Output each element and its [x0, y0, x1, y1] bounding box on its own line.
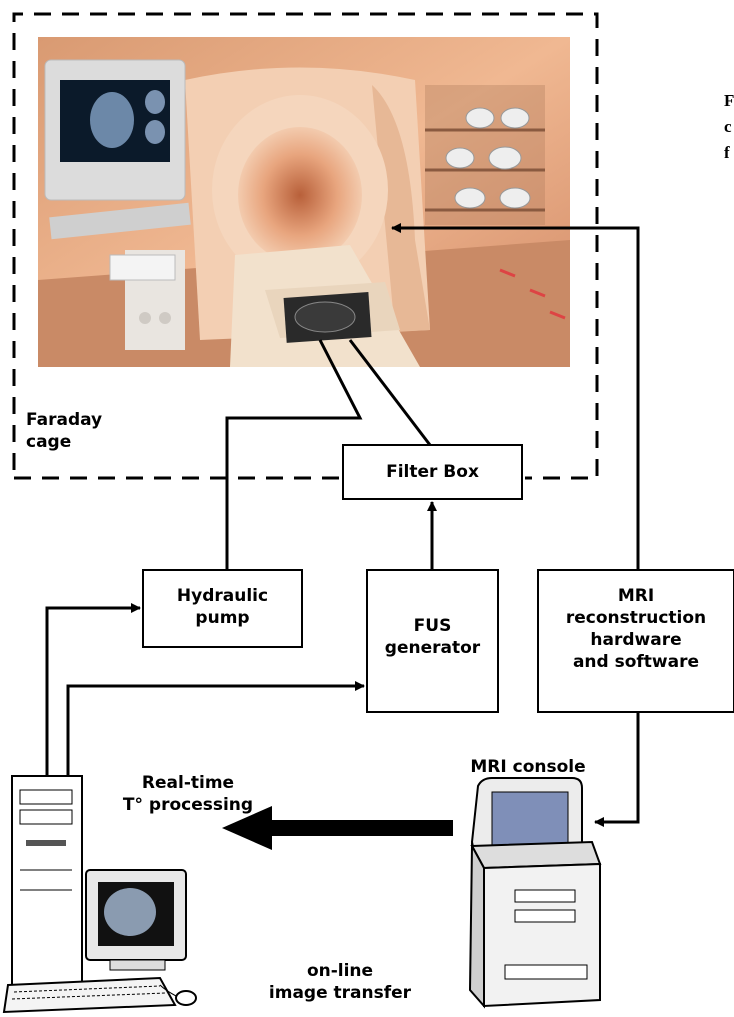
faraday-cage-label: Faraday cage: [26, 409, 102, 453]
image-transfer-label-line1: on-line: [306, 961, 374, 981]
mri-recon-label-line1: MRI: [617, 586, 655, 606]
fus-generator-label-line2: generator: [384, 638, 481, 658]
mri-recon-box: [537, 569, 734, 713]
realtime-processing-label-line1: Real-time: [141, 773, 235, 793]
pc-to-pump-arrow: [45, 603, 141, 775]
faraday-cage-boundary: [12, 12, 599, 480]
recon-to-console-arrow: [594, 712, 640, 827]
fus-generator-label: FUS generator: [367, 615, 498, 659]
hydraulic-pump-label-line1: Hydraulic: [176, 586, 269, 606]
image-transfer-arrow: [222, 806, 453, 850]
cut-off-caption-line2: c: [724, 117, 732, 136]
pc-to-fus-arrow: [66, 681, 365, 775]
processing-computer-icon: [2, 775, 197, 1014]
image-transfer-label: on-line image transfer: [250, 960, 430, 1004]
mri-console-computer-icon: [468, 777, 602, 1009]
faraday-cage-label-line2: cage: [26, 432, 72, 452]
hydraulic-pump-box: [142, 569, 303, 648]
realtime-processing-label-line2: T° processing: [122, 795, 254, 815]
filter-box-label: Filter Box: [386, 462, 479, 482]
cut-off-caption-line1: F: [724, 91, 734, 110]
recon-to-scanner-arrow: [391, 223, 640, 570]
coil-shelf: [425, 85, 545, 225]
mri-recon-label-line3: hardware: [590, 630, 682, 650]
fus-generator-label-line1: FUS: [413, 616, 452, 636]
cut-off-caption-line3: f: [724, 143, 730, 162]
mri-scanner: [125, 67, 430, 367]
faraday-cage-label-line1: Faraday: [26, 410, 103, 430]
cut-off-caption: F c f: [724, 88, 734, 166]
mri-console-label: MRI console: [470, 757, 586, 777]
brain-mri-monitor: [44, 59, 191, 281]
hydraulic-pump-label-line2: pump: [195, 608, 250, 628]
mri-recon-label-line2: reconstruction: [565, 608, 707, 628]
fus-generator-box: [366, 569, 499, 713]
mri-recon-label: MRI reconstruction hardware and software: [538, 585, 734, 673]
connections: [45, 223, 640, 827]
hydraulic-pump-label: Hydraulic pump: [143, 585, 302, 629]
realtime-processing-label: Real-time T° processing: [108, 772, 268, 816]
filter-box: [342, 444, 523, 500]
mri-scanner-photo: [38, 37, 570, 367]
mri-recon-label-line4: and software: [572, 652, 700, 672]
image-transfer-label-line2: image transfer: [268, 983, 412, 1003]
